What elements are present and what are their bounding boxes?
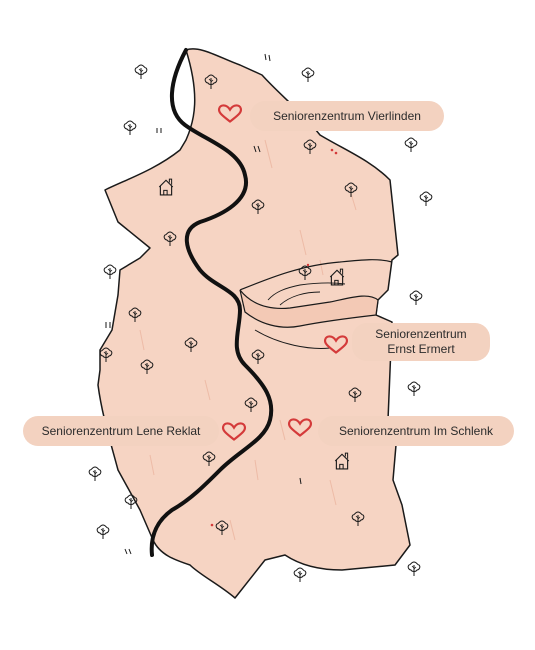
tree-icon [404, 137, 418, 153]
label-vierlinden[interactable]: Seniorenzentrum Vierlinden [250, 101, 444, 131]
tree-icon [88, 466, 102, 482]
tree-icon [409, 290, 423, 306]
tree-icon [123, 120, 137, 136]
tree-icon [134, 64, 148, 80]
label-im-schlenk[interactable]: Seniorenzentrum Im Schlenk [318, 416, 514, 446]
tree-icon [293, 567, 307, 583]
red-dots [210, 148, 338, 527]
tree-icon [407, 561, 421, 577]
harbour-area [239, 289, 379, 328]
label-ernst-ermert-line1: Seniorenzentrum [375, 327, 467, 341]
label-lene-reklat[interactable]: Seniorenzentrum Lene Reklat [23, 416, 219, 446]
tree-icon [407, 381, 421, 397]
label-ernst-ermert-line2: Ernst Ermert [387, 342, 455, 356]
ornament-marks [105, 53, 302, 555]
tree-icon [301, 67, 315, 83]
river [149, 48, 274, 557]
label-ernst-ermert[interactable]: Seniorenzentrum Ernst Ermert [352, 323, 490, 361]
tree-icon [419, 191, 433, 207]
tree-icon [103, 264, 117, 280]
tree-icon [96, 524, 110, 540]
